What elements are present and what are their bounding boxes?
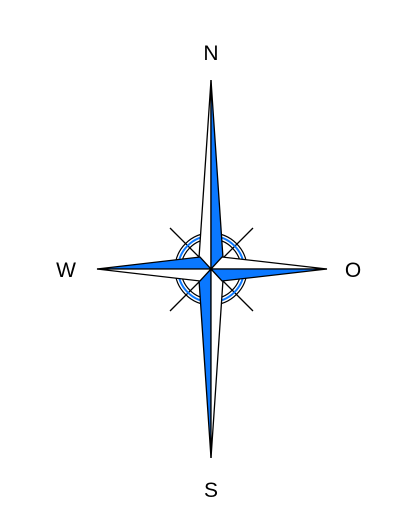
label-south: S [204,479,218,502]
label-north: N [203,42,218,65]
star-points [96,79,328,459]
east-point-top [209,256,328,270]
south-point-left [198,267,212,459]
label-west: W [56,259,76,282]
north-point-right [210,79,224,271]
south-point-right [210,267,224,459]
north-point-left [198,79,212,271]
west-point-top [96,256,213,270]
east-point-bottom [209,268,328,282]
west-point-bottom [96,268,213,282]
label-east: O [345,259,361,282]
